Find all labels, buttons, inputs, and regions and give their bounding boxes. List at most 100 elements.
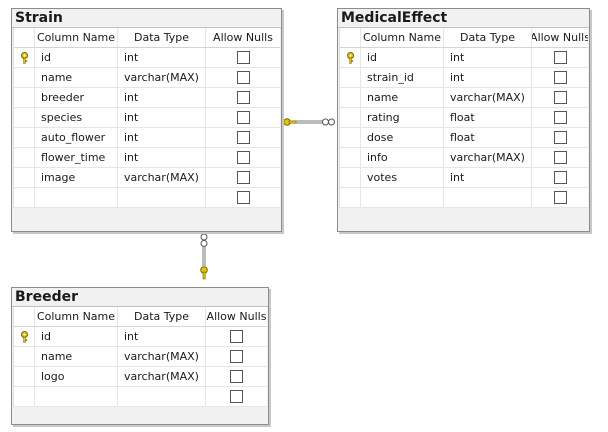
column-name-cell[interactable]: votes (361, 168, 444, 187)
column-name-cell[interactable]: logo (35, 367, 118, 386)
empty-new-row[interactable] (14, 387, 267, 407)
column-name-cell[interactable]: id (35, 327, 118, 346)
row-selector[interactable] (14, 68, 35, 87)
column-name-cell[interactable]: name (35, 68, 118, 87)
row-selector[interactable] (14, 108, 35, 127)
data-type-cell[interactable] (118, 188, 206, 207)
allow-nulls-checkbox[interactable] (230, 330, 243, 343)
table-title[interactable]: Strain (12, 9, 281, 28)
row-selector[interactable] (14, 347, 35, 366)
row-selector[interactable] (340, 88, 361, 107)
row-selector[interactable] (340, 108, 361, 127)
row-selector[interactable] (340, 188, 361, 207)
row-selector[interactable] (14, 188, 35, 207)
column-name-cell[interactable] (35, 188, 118, 207)
row-selector[interactable] (14, 367, 35, 386)
row-selector[interactable] (14, 148, 35, 167)
data-type-cell[interactable]: int (444, 48, 532, 67)
data-type-cell[interactable]: varchar(MAX) (118, 168, 206, 187)
column-name-cell[interactable]: name (361, 88, 444, 107)
column-name-cell[interactable] (35, 387, 118, 406)
data-type-cell[interactable]: int (118, 48, 206, 67)
row-selector[interactable] (14, 48, 35, 67)
column-name-cell[interactable]: species (35, 108, 118, 127)
data-type-cell[interactable] (118, 387, 206, 406)
allow-nulls-checkbox[interactable] (553, 171, 567, 184)
relationship-breeder-strain[interactable] (200, 233, 208, 280)
column-name-cell[interactable]: info (361, 148, 444, 167)
data-type-cell[interactable] (444, 188, 532, 207)
row-selector[interactable] (340, 48, 361, 67)
allow-nulls-checkbox[interactable] (236, 51, 250, 64)
empty-new-row[interactable] (14, 188, 280, 208)
allow-nulls-checkbox[interactable] (236, 111, 250, 124)
allow-nulls-checkbox[interactable] (236, 191, 250, 204)
allow-nulls-checkbox[interactable] (553, 111, 567, 124)
row-selector[interactable] (14, 327, 35, 346)
data-type-cell[interactable]: int (118, 88, 206, 107)
row-selector[interactable] (14, 88, 35, 107)
column-name-cell[interactable]: name (35, 347, 118, 366)
column-name-cell[interactable]: auto_flower (35, 128, 118, 147)
column-name-cell[interactable]: strain_id (361, 68, 444, 87)
column-name-cell[interactable]: breeder (35, 88, 118, 107)
empty-new-row[interactable] (340, 188, 588, 208)
data-type-cell[interactable]: int (118, 128, 206, 147)
allow-nulls-checkbox[interactable] (230, 350, 243, 363)
row-selector[interactable] (14, 168, 35, 187)
data-type-cell[interactable]: float (444, 128, 532, 147)
row-selector[interactable] (340, 148, 361, 167)
allow-nulls-checkbox[interactable] (236, 71, 250, 84)
allow-nulls-checkbox[interactable] (230, 370, 243, 383)
table-title[interactable]: MedicalEffect (338, 9, 589, 28)
data-type-cell[interactable]: int (118, 327, 206, 346)
column-name-cell[interactable]: rating (361, 108, 444, 127)
allow-nulls-checkbox[interactable] (553, 91, 567, 104)
column-name-cell[interactable]: dose (361, 128, 444, 147)
allow-nulls-checkbox[interactable] (553, 51, 567, 64)
data-type-cell[interactable]: varchar(MAX) (118, 367, 206, 386)
data-type-cell[interactable]: int (444, 68, 532, 87)
data-type-cell[interactable]: int (118, 108, 206, 127)
data-type-cell[interactable]: float (444, 108, 532, 127)
table-title[interactable]: Breeder (12, 288, 268, 307)
column-name-cell[interactable]: image (35, 168, 118, 187)
row-selector[interactable] (340, 128, 361, 147)
column-name-cell[interactable]: id (361, 48, 444, 67)
data-type-cell[interactable]: varchar(MAX) (444, 148, 532, 167)
relationship-strain-medicaleffect[interactable] (283, 118, 335, 126)
row-selector[interactable] (340, 168, 361, 187)
allow-nulls-checkbox[interactable] (236, 91, 250, 104)
data-type-cell[interactable]: int (118, 148, 206, 167)
row-selector[interactable] (14, 387, 35, 406)
data-type-cell[interactable]: varchar(MAX) (118, 68, 206, 87)
data-type-cell[interactable]: varchar(MAX) (444, 88, 532, 107)
allow-nulls-checkbox[interactable] (553, 191, 567, 204)
allow-nulls-checkbox[interactable] (236, 171, 250, 184)
allow-nulls-checkbox[interactable] (553, 151, 567, 164)
column-name-cell[interactable] (361, 188, 444, 207)
allow-nulls-checkbox[interactable] (553, 131, 567, 144)
data-type-cell[interactable]: varchar(MAX) (118, 347, 206, 366)
column-name-cell[interactable]: flower_time (35, 148, 118, 167)
allow-nulls-checkbox[interactable] (236, 131, 250, 144)
